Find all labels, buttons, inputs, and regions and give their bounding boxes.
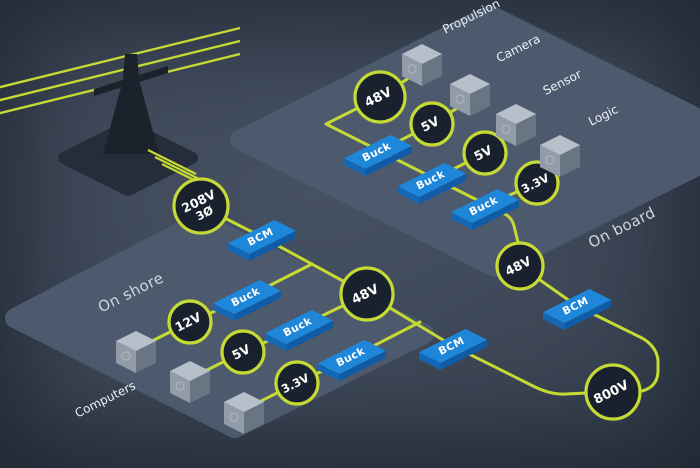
node-board-48v-top-circle <box>353 70 407 124</box>
node-5v-shore: 5V <box>220 329 266 375</box>
node-208v-circle <box>172 177 230 235</box>
bcm-converter-shore-top: BCM <box>228 220 296 261</box>
node-3v3-shore: 3.3V <box>274 360 320 406</box>
drop-line-2 <box>154 156 204 182</box>
node-3v3-board-circle <box>514 160 560 206</box>
node-800v: 800V <box>584 363 642 421</box>
tower-crossarm <box>94 66 168 96</box>
node-board-48v-right: 48V <box>495 241 545 291</box>
on-shore-platform <box>5 212 434 438</box>
node-3v3-shore-circle <box>274 360 320 406</box>
node-5v-shore-circle <box>220 329 266 375</box>
tower-base-platform <box>58 120 198 196</box>
node-208v: 208V 3Ø <box>172 177 230 235</box>
bcm-converter-shore-bottom: BCM <box>419 329 487 370</box>
power-line-1 <box>0 26 241 89</box>
node-5v-board-b-label: 5V <box>471 142 494 164</box>
node-12v: 12V <box>167 299 213 345</box>
tower-mast <box>123 54 139 76</box>
drop-line-1 <box>147 149 197 175</box>
transmission-tower <box>58 54 198 196</box>
board-bcm-to-800v <box>575 304 660 393</box>
node-board-48v-top: 48V <box>353 70 407 124</box>
board-main-bus <box>324 95 522 252</box>
shore-main-bus <box>199 204 589 396</box>
node-800v-circle <box>584 363 642 421</box>
node-5v-board-b: 5V <box>462 130 508 176</box>
node-5v-board-a: 5V <box>409 101 455 147</box>
node-board-48v-right-circle <box>495 241 545 291</box>
bcm-converter-board: BCM <box>543 289 611 330</box>
node-5v-board-a-label: 5V <box>418 113 441 135</box>
node-5v-board-a-circle <box>409 101 455 147</box>
label-computers: Computers <box>73 378 138 420</box>
tower-body <box>103 76 159 154</box>
node-shore-48v: 48V <box>339 266 395 322</box>
node-3v3-board: 3.3V <box>514 160 560 206</box>
node-shore-48v-circle <box>339 266 395 322</box>
power-line-2 <box>0 39 241 102</box>
node-5v-board-b-circle <box>462 130 508 176</box>
node-12v-circle <box>167 299 213 345</box>
node-5v-shore-label: 5V <box>229 341 252 363</box>
